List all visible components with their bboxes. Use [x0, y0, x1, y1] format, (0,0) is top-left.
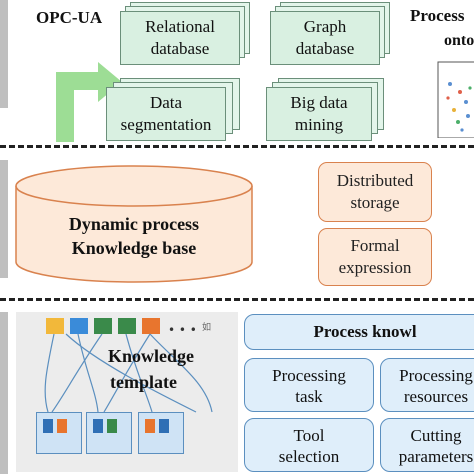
formal-expression-box[interactable]: Formal expression: [318, 228, 432, 286]
process-knowledge-title[interactable]: Process knowl: [244, 314, 474, 350]
processing-resources-cell[interactable]: Processing resources: [380, 358, 474, 412]
knowledge-template-line2: template: [110, 372, 177, 392]
graph-database-stack[interactable]: Graph database: [270, 2, 400, 70]
process-label: Process: [410, 6, 465, 25]
template-node-2: [86, 412, 132, 454]
knowledge-template-line1: Knowledge: [108, 346, 195, 366]
relational-database-label: Relational: [145, 17, 215, 36]
section-strip-bottom: [0, 312, 8, 474]
template-block-3: [94, 318, 112, 334]
data-segmentation-stack[interactable]: Data segmentation: [106, 78, 246, 144]
ontology-label: onto: [444, 32, 474, 49]
template-block-4: [118, 318, 136, 334]
separator-bottom: [0, 298, 474, 301]
tool-selection-cell[interactable]: Tool selection: [244, 418, 374, 472]
ontology-graph-thumbnail: [437, 61, 474, 138]
cutting-parameters-cell[interactable]: Cutting parameters: [380, 418, 474, 472]
template-connections: • • • 如: [44, 321, 213, 413]
data-segmentation-label: Data: [149, 93, 183, 112]
template-block-5: [142, 318, 160, 334]
big-data-mining-label: Big data: [290, 93, 348, 112]
separator-top: [0, 145, 474, 148]
cylinder-title-line1: Dynamic process: [68, 214, 200, 234]
template-node-1: [36, 412, 82, 454]
flow-arrow: [56, 62, 122, 142]
template-block-2: [70, 318, 88, 334]
svg-text:如: 如: [202, 321, 211, 333]
cylinder-title-line2: Knowledge base: [71, 238, 197, 258]
big-data-mining-stack[interactable]: Big data mining: [266, 78, 396, 144]
processing-task-cell[interactable]: Processing task: [244, 358, 374, 412]
template-node-3: [138, 412, 184, 454]
section-strip-top: [0, 0, 8, 108]
svg-text:• • •: • • •: [168, 323, 197, 337]
relational-database-stack[interactable]: Relational database: [120, 2, 250, 70]
section-strip-middle: [0, 160, 8, 278]
template-block-1: [46, 318, 64, 334]
distributed-storage-box[interactable]: Distributed storage: [318, 162, 432, 222]
knowledge-base-cylinder: [15, 165, 253, 283]
protocol-label: OPC-UA: [36, 8, 103, 27]
graph-database-label: Graph: [303, 17, 347, 36]
